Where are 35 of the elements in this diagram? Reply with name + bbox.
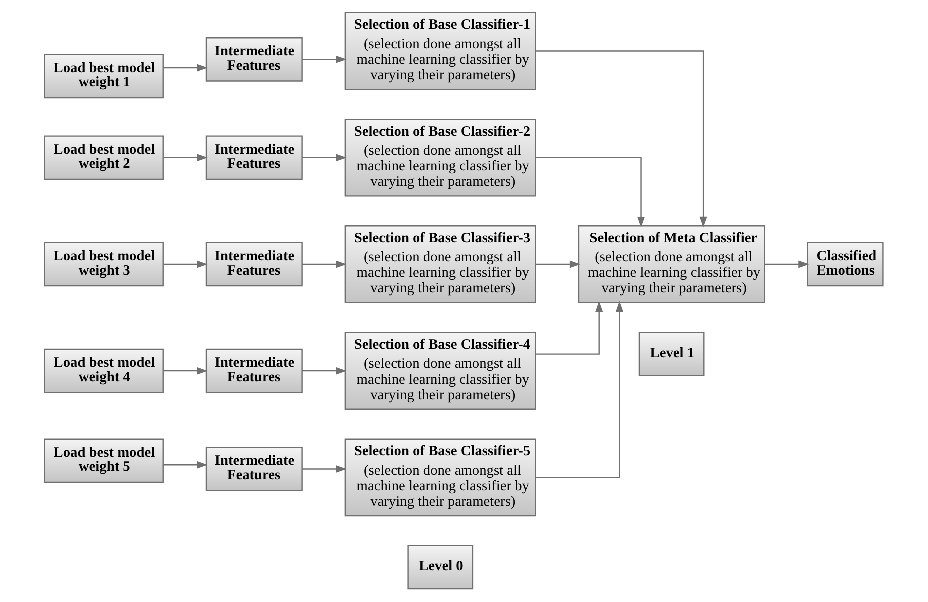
node-box: Level 1: [638, 332, 705, 376]
node-box: Classified Emotions: [807, 242, 884, 287]
arrow: [764, 260, 810, 268]
node-box: Intermediate Features: [206, 136, 303, 180]
node-box: Load best model weight 1: [44, 54, 164, 99]
node-box: Load best model weight 4: [44, 348, 164, 394]
node-box: Load best model weight 5: [44, 438, 164, 484]
node-box: Intermediate Features: [206, 348, 303, 394]
arrow: [302, 154, 347, 162]
arrow: [536, 301, 624, 478]
node-box: Intermediate Features: [206, 38, 303, 82]
node-box: Load best model weight 3: [44, 242, 164, 287]
node-box: Load best model weight 2: [44, 136, 164, 180]
arrow: [536, 260, 581, 268]
arrow: [536, 50, 708, 228]
node-box: Selection of Base Classifier-4 (selection done amongst all machine learning classifier by varying their parameters): [344, 332, 536, 410]
node-box: Selection of Base Classifier-5 (selection done amongst all machine learning classifier by varying their parameters): [344, 438, 536, 517]
node-box: Selection of Meta Classifier (selection done amongst all machine learning classifier by varying their parameters): [578, 226, 766, 304]
arrow: [302, 56, 347, 64]
node-box: Intermediate Features: [206, 447, 303, 492]
arrow: [163, 64, 208, 72]
arrow: [163, 367, 208, 375]
arrow: [302, 367, 347, 375]
node-box: Level 0: [408, 545, 474, 590]
arrow: [163, 461, 208, 469]
arrow: [302, 466, 347, 474]
node-box: Selection of Base Classifier-3 (selection done amongst all machine learning classifier by varying their parameters): [344, 226, 536, 304]
arrow: [163, 260, 208, 268]
arrow: [536, 301, 604, 355]
arrow: [163, 154, 208, 162]
arrow: [302, 260, 347, 268]
arrow: [536, 157, 646, 228]
node-box: Intermediate Features: [206, 242, 303, 287]
node-box: Selection of Base Classifier-2 (selection done amongst all machine learning classifier by varying their parameters): [344, 118, 536, 197]
node-box: Selection of Base Classifier-1 (selection done amongst all machine learning classifier by varying their parameters): [344, 12, 536, 90]
